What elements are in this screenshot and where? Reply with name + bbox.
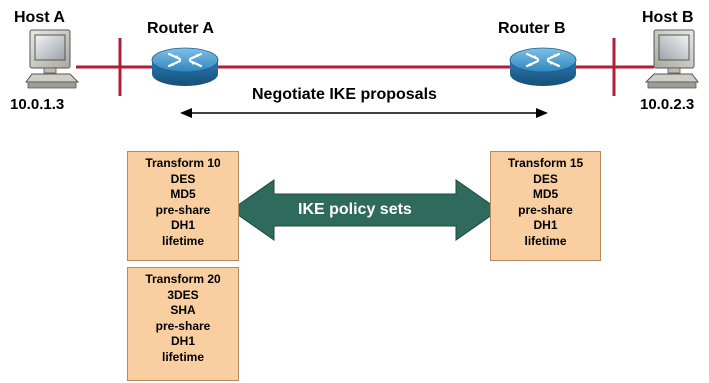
policy-box-transform-15: Transform 15 DES MD5 pre-share DH1 lifet… — [490, 151, 601, 261]
host-a-computer-icon — [25, 29, 80, 89]
router-a-label: Router A — [147, 20, 214, 37]
policy-authentication: pre-share — [518, 202, 573, 217]
policy-authentication: pre-share — [155, 318, 211, 333]
policy-encryption: 3DES — [167, 287, 199, 302]
policy-sets-label: IKE policy sets — [298, 201, 412, 218]
policy-dh-group: DH1 — [170, 334, 195, 348]
router-a-icon — [151, 47, 219, 86]
negotiation-label: Negotiate IKE proposals — [252, 86, 437, 103]
policy-dh-group: DH1 — [170, 218, 195, 232]
host-a-label: Host A — [14, 9, 65, 26]
policy-lifetime: lifetime — [161, 233, 204, 248]
policy-title: Transform 15 — [507, 156, 584, 170]
policy-lifetime: lifetime — [161, 349, 204, 364]
policy-encryption: DES — [170, 171, 196, 186]
policy-hash: MD5 — [532, 187, 559, 201]
policy-lifetime: lifetime — [524, 233, 567, 248]
policy-hash: MD5 — [170, 187, 196, 201]
policy-dh-group: DH1 — [533, 218, 558, 232]
negotiation-arrow — [180, 108, 548, 118]
host-a-ip: 10.0.1.3 — [10, 96, 65, 113]
policy-hash: SHA — [170, 303, 196, 317]
router-b-icon — [509, 47, 577, 86]
host-b-label: Host B — [642, 9, 694, 26]
host-b-computer-icon — [644, 29, 699, 89]
router-b-label: Router B — [498, 20, 566, 37]
policy-authentication: pre-share — [155, 202, 211, 217]
policy-title: Transform 10 — [145, 156, 221, 170]
policy-box-transform-20: Transform 20 3DES SHA pre-share DH1 life… — [127, 267, 239, 381]
host-b-ip: 10.0.2.3 — [640, 96, 695, 113]
policy-title: Transform 20 — [145, 272, 221, 286]
policy-box-transform-10: Transform 10 DES MD5 pre-share DH1 lifet… — [127, 151, 239, 261]
policy-encryption: DES — [533, 171, 558, 186]
